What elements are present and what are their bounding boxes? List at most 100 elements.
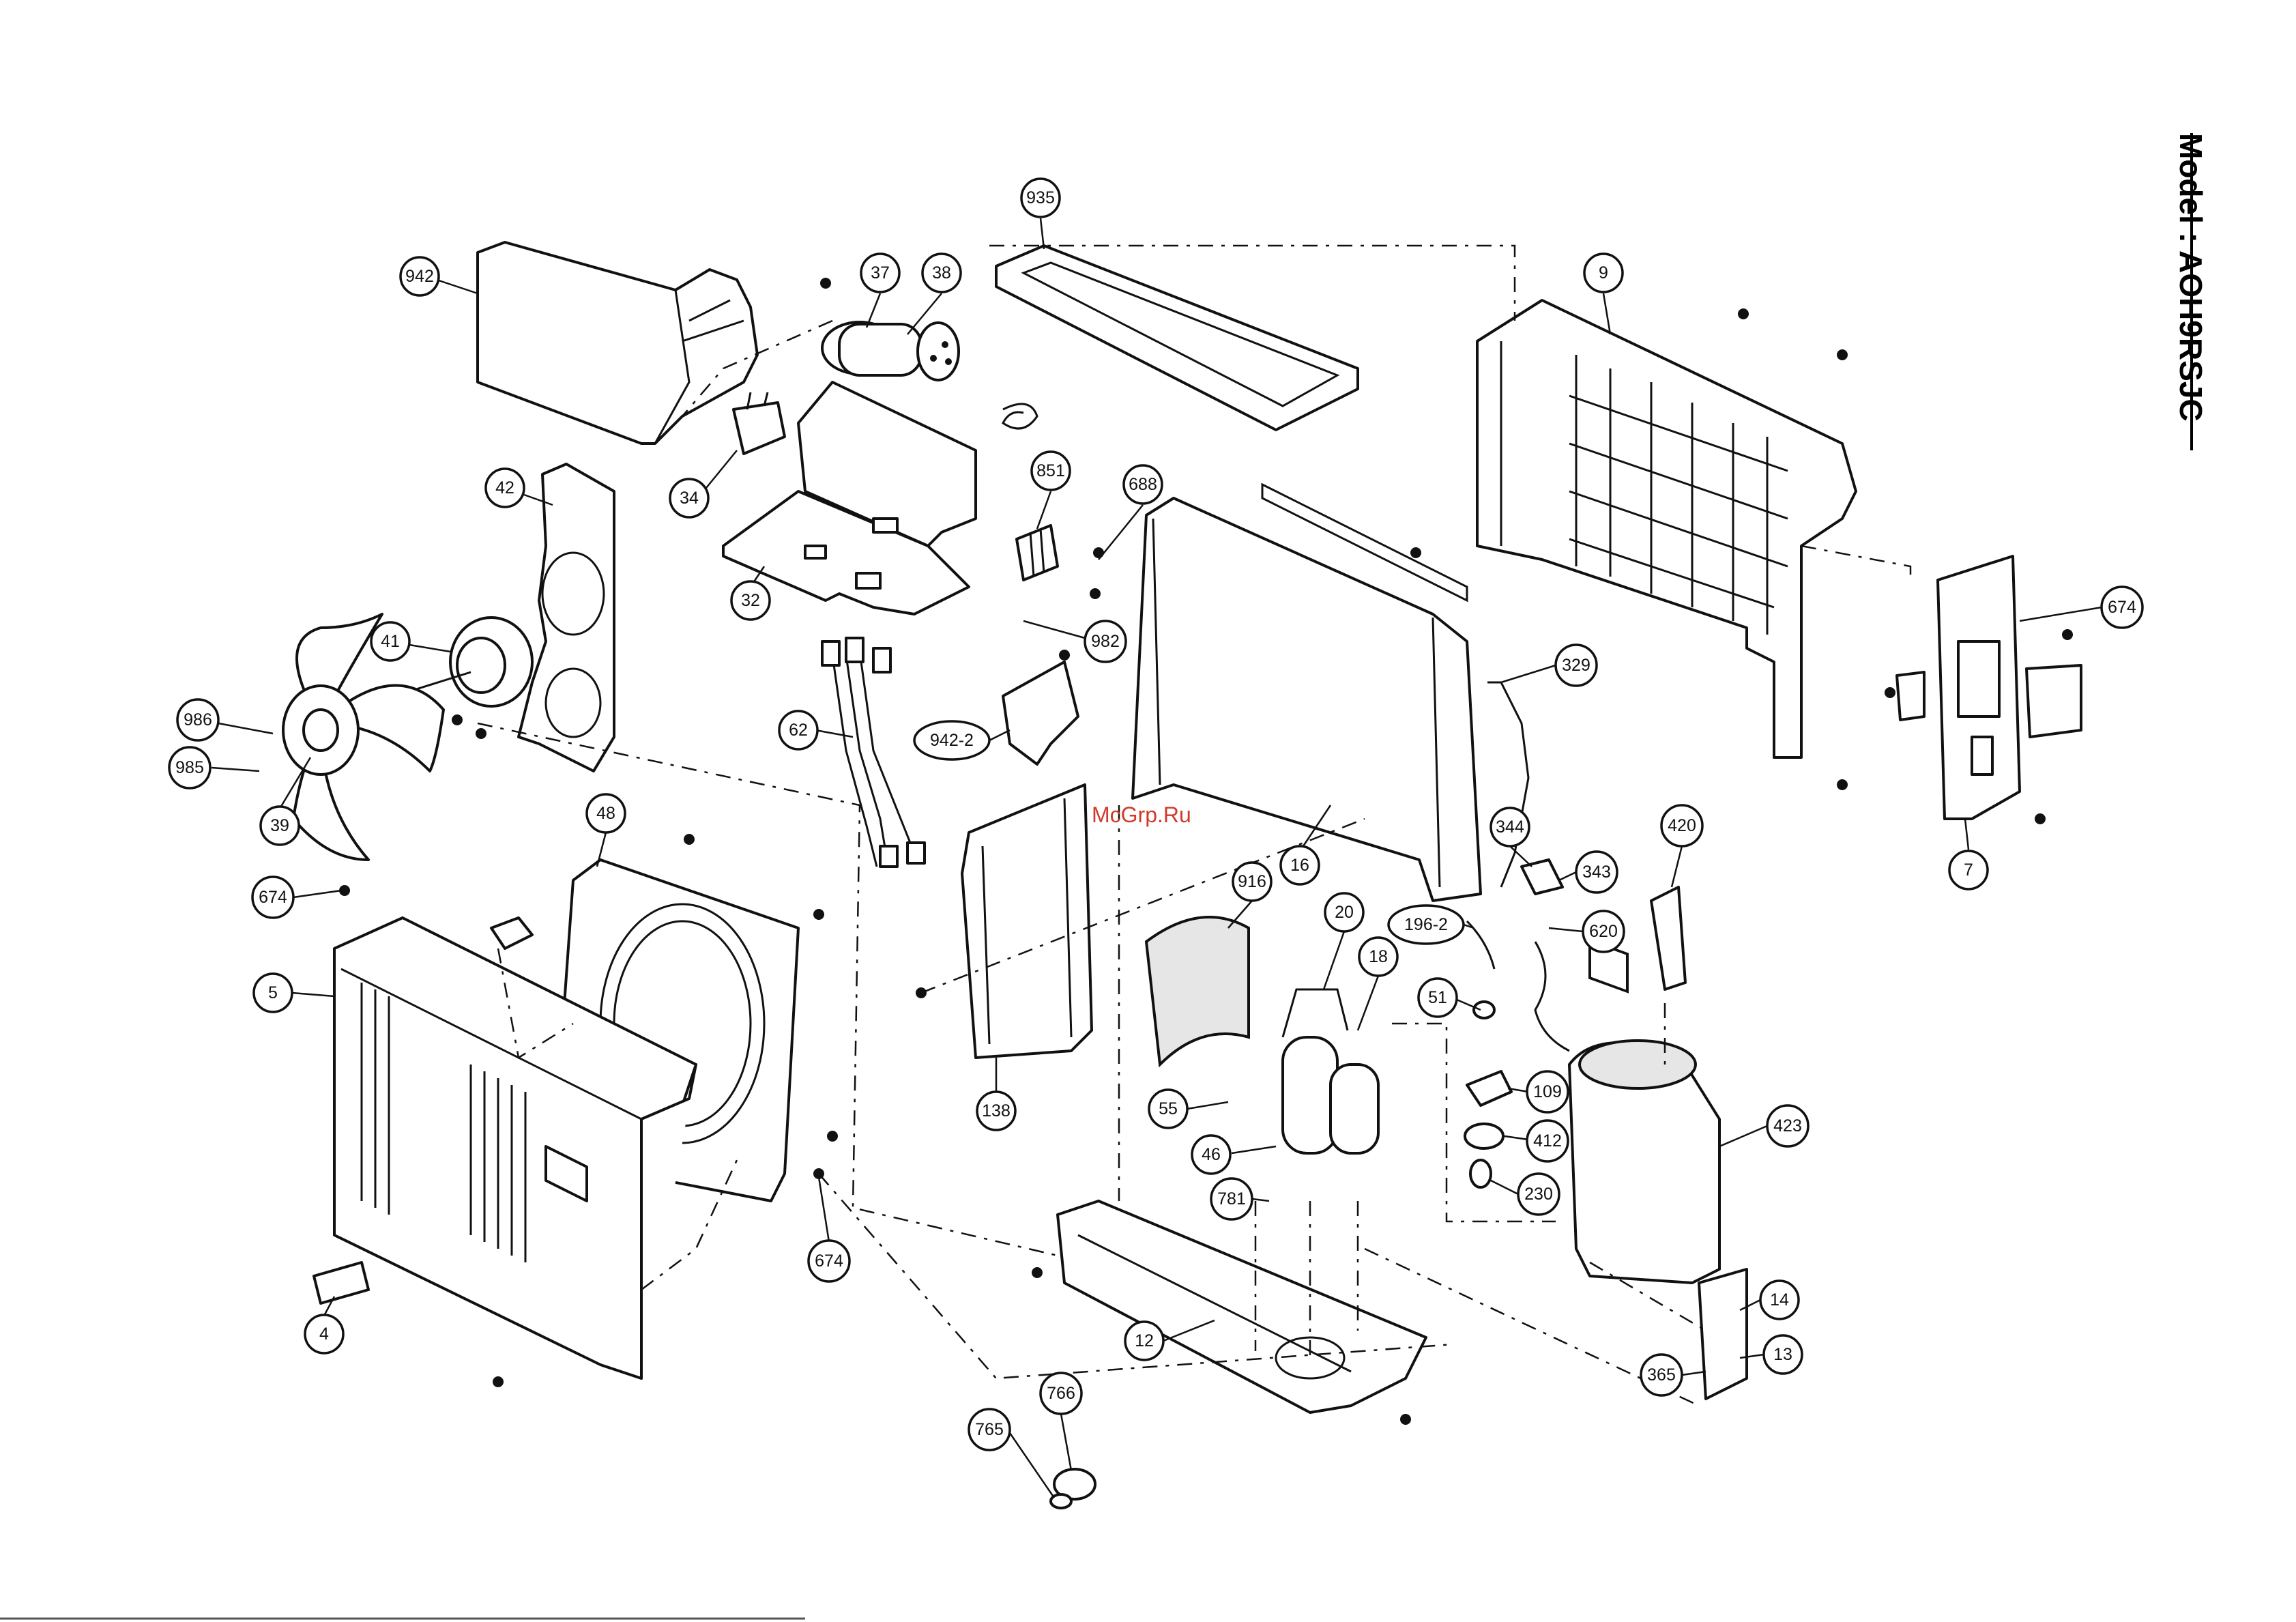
svg-text:412: 412 <box>1533 1131 1562 1150</box>
part-cable-clamp <box>1003 404 1037 429</box>
svg-text:62: 62 <box>789 721 808 740</box>
svg-text:420: 420 <box>1668 816 1696 835</box>
svg-text:423: 423 <box>1773 1116 1802 1135</box>
svg-text:986: 986 <box>184 710 212 729</box>
svg-text:365: 365 <box>1647 1365 1676 1385</box>
callout-5: 5 <box>254 974 334 1012</box>
part-7-side-panel <box>1897 556 2081 819</box>
callout-344: 344 <box>1491 808 1532 867</box>
callout-674-left: 674 <box>252 877 341 918</box>
callout-412: 412 <box>1505 1120 1568 1161</box>
svg-text:42: 42 <box>495 478 514 497</box>
watermark: McGrp.Ru <box>1092 802 1191 827</box>
callout-34: 34 <box>670 450 737 517</box>
callout-13: 13 <box>1740 1335 1802 1374</box>
callout-7: 7 <box>1949 819 1988 889</box>
callout-14: 14 <box>1740 1281 1799 1319</box>
callout-620: 620 <box>1549 911 1624 952</box>
part-942-2-cover <box>1003 662 1078 764</box>
part-109-412-230-valve-parts <box>1465 1002 1511 1187</box>
svg-text:851: 851 <box>1036 461 1065 480</box>
part-423-side-panel <box>1569 1041 1719 1283</box>
callout-423: 423 <box>1719 1105 1808 1146</box>
part-62-wire-harness <box>822 638 925 867</box>
callout-37: 37 <box>861 254 899 328</box>
part-620-tube <box>1535 942 1569 1051</box>
svg-text:12: 12 <box>1135 1331 1154 1350</box>
svg-text:343: 343 <box>1582 863 1611 882</box>
callout-51: 51 <box>1419 979 1481 1017</box>
svg-text:230: 230 <box>1524 1185 1553 1204</box>
svg-text:41: 41 <box>381 632 400 651</box>
callout-343: 343 <box>1559 852 1617 893</box>
callout-986: 986 <box>177 699 273 740</box>
part-942-top-cover <box>478 242 757 444</box>
svg-text:13: 13 <box>1773 1345 1792 1364</box>
callout-230: 230 <box>1491 1174 1559 1215</box>
callout-765: 765 <box>969 1409 1054 1498</box>
callout-851: 851 <box>1032 452 1070 529</box>
callout-420: 420 <box>1661 805 1702 887</box>
svg-text:14: 14 <box>1770 1290 1789 1309</box>
callout-48: 48 <box>587 794 625 867</box>
svg-text:55: 55 <box>1159 1099 1178 1118</box>
part-39-propeller-fan <box>283 614 444 860</box>
svg-text:620: 620 <box>1589 922 1618 941</box>
callout-942-2: 942-2 <box>914 721 1010 759</box>
callout-985: 985 <box>169 747 259 788</box>
svg-text:688: 688 <box>1129 475 1157 494</box>
callout-781: 781 <box>1211 1178 1269 1219</box>
callout-138: 138 <box>977 1058 1015 1130</box>
part-16-condenser-coil <box>1133 484 1481 901</box>
callout-329: 329 <box>1501 645 1597 686</box>
part-329-tube <box>1487 682 1528 887</box>
svg-text:32: 32 <box>741 591 760 610</box>
callout-766: 766 <box>1041 1373 1081 1471</box>
svg-text:9: 9 <box>1599 263 1608 283</box>
svg-text:20: 20 <box>1335 903 1354 922</box>
svg-text:7: 7 <box>1964 860 1973 880</box>
callout-55: 55 <box>1149 1090 1228 1128</box>
svg-text:46: 46 <box>1202 1145 1221 1164</box>
part-935-top-panel <box>996 246 1358 430</box>
part-916-insulation <box>1146 917 1249 1065</box>
svg-text:344: 344 <box>1496 817 1524 837</box>
callout-196-2: 196-2 <box>1389 906 1474 944</box>
svg-text:4: 4 <box>319 1324 329 1344</box>
svg-text:916: 916 <box>1238 872 1266 891</box>
svg-text:674: 674 <box>2108 598 2136 617</box>
svg-text:766: 766 <box>1047 1384 1075 1403</box>
callout-674-bottom: 674 <box>809 1177 849 1281</box>
svg-text:781: 781 <box>1217 1189 1246 1208</box>
callout-109: 109 <box>1508 1071 1568 1112</box>
callout-41: 41 <box>371 622 450 661</box>
svg-text:329: 329 <box>1562 656 1590 675</box>
svg-text:196-2: 196-2 <box>1404 915 1448 934</box>
callout-916: 916 <box>1228 863 1271 928</box>
svg-text:765: 765 <box>975 1420 1004 1439</box>
callout-365: 365 <box>1641 1355 1706 1395</box>
part-196-2-tube <box>1467 921 1494 969</box>
callout-18: 18 <box>1358 938 1397 1030</box>
part-343-344-valve <box>1522 860 1563 894</box>
svg-text:51: 51 <box>1428 988 1447 1007</box>
part-765-766-grommet <box>1051 1469 1095 1508</box>
svg-text:985: 985 <box>175 758 204 777</box>
callout-935: 935 <box>1021 179 1060 249</box>
callout-982: 982 <box>1023 621 1126 662</box>
svg-text:674: 674 <box>815 1251 843 1271</box>
svg-text:18: 18 <box>1369 947 1388 966</box>
svg-text:37: 37 <box>871 263 890 283</box>
part-851-relay <box>1017 525 1058 580</box>
part-420-tube <box>1651 887 1685 989</box>
part-12-base-pan <box>1058 1201 1426 1413</box>
part-42-motor-bracket <box>519 464 614 771</box>
svg-text:942: 942 <box>405 267 434 286</box>
svg-text:138: 138 <box>982 1101 1011 1120</box>
svg-text:38: 38 <box>932 263 951 283</box>
part-37-capacitor <box>822 322 959 380</box>
svg-text:935: 935 <box>1026 188 1055 207</box>
svg-text:39: 39 <box>270 816 289 835</box>
part-365-14-13-bracket <box>1699 1269 1747 1399</box>
